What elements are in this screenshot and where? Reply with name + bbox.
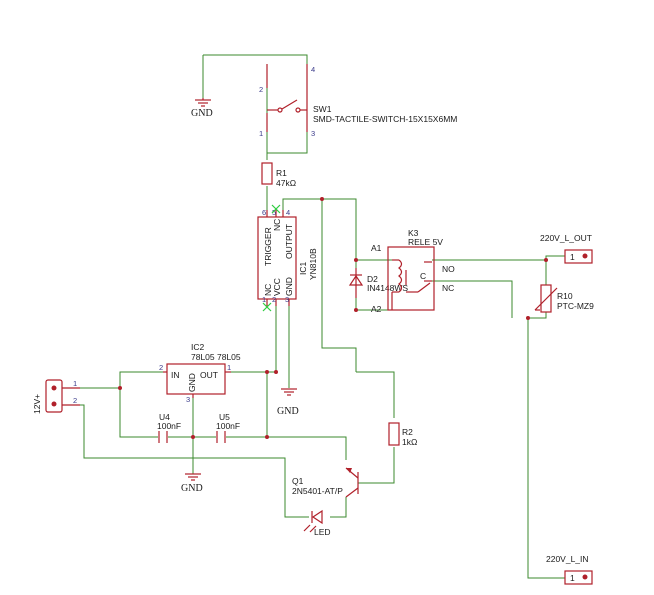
- pin-number: 2: [272, 295, 276, 304]
- u4-ref: U4: [159, 412, 170, 422]
- ic2-value: 78L05 78L05: [191, 352, 241, 362]
- capacitor-u4: U4 100nF: [157, 412, 181, 443]
- k3-ref: K3: [408, 228, 419, 238]
- ic2-out-label: OUT: [200, 370, 218, 380]
- r2-value: 1kΩ: [402, 437, 417, 447]
- gnd-label: GND: [277, 406, 299, 417]
- ic1-nc-bottom-label: NC: [263, 284, 273, 296]
- pin-number: 1: [73, 379, 77, 388]
- gnd-top: GND: [191, 98, 213, 119]
- resistor-r1: R1 47kΩ: [261, 162, 296, 188]
- relay-k3: A1 A2 C NO NC K3 RELE 5V: [371, 228, 455, 314]
- ic1-output-label: OUTPUT: [284, 224, 294, 259]
- pin-number: 3: [311, 129, 315, 138]
- out-conn-label: 220V_L_OUT: [540, 233, 592, 243]
- ic1-trigger-label: TRIGGER: [263, 227, 273, 266]
- capacitor-u5: U5 100nF: [216, 412, 240, 443]
- ptc-r10: R10 PTC-MZ9: [534, 284, 594, 313]
- pin-number: 4: [286, 208, 290, 217]
- gnd-caps: GND: [181, 473, 203, 494]
- pin-number: 1: [570, 573, 575, 583]
- u5-ref: U5: [219, 412, 230, 422]
- k3-no-label: NO: [442, 264, 455, 274]
- r10-value: PTC-MZ9: [557, 301, 594, 311]
- pin-number: 5: [272, 208, 276, 217]
- u4-value: 100nF: [157, 421, 181, 431]
- sw1-ref: SW1: [313, 104, 332, 114]
- r10-ref: R10: [557, 291, 573, 301]
- k3-nc-label: NC: [442, 283, 454, 293]
- ic1-ref: IC1: [298, 262, 308, 276]
- pin-number: 6: [262, 208, 266, 217]
- q1-value: 2N5401-AT/P: [292, 486, 343, 496]
- pin-number: 1: [570, 252, 575, 262]
- ic1-chip: TRIGGER NC OUTPUT NC VCC GND 6 5 4 1 2 3…: [257, 208, 318, 306]
- pin-number: 3: [285, 295, 289, 304]
- pin-number: 3: [186, 395, 190, 404]
- gnd-label: GND: [191, 108, 213, 119]
- k3-c-label: C: [420, 271, 426, 281]
- connector-220v-out: 1 220V_L_OUT: [540, 233, 593, 264]
- resistor-r2: R2 1kΩ: [388, 422, 417, 447]
- ic2-in-label: IN: [171, 370, 180, 380]
- pin-number: 2: [159, 363, 163, 372]
- gnd-ic1: GND: [277, 388, 299, 417]
- ic1-nc-top-label: NC: [272, 219, 282, 231]
- power-label: 12V+: [32, 394, 42, 414]
- pin-number: 2: [259, 85, 263, 94]
- ic2-ref: IC2: [191, 342, 205, 352]
- pin-number: 1: [259, 129, 263, 138]
- pin-number: 4: [311, 65, 315, 74]
- r1-ref: R1: [276, 168, 287, 178]
- r1-value: 47kΩ: [276, 178, 296, 188]
- sw1-value: SMD-TACTILE-SWITCH-15X15X6MM: [313, 114, 457, 124]
- connector-12v: 1 2 12V+: [32, 379, 80, 414]
- k3-a2-label: A2: [371, 304, 382, 314]
- junction-dots: [118, 197, 548, 439]
- k3-a1-label: A1: [371, 243, 382, 253]
- wires: [80, 54, 565, 579]
- in-conn-label: 220V_L_IN: [546, 554, 589, 564]
- ic1-value: YN810B: [308, 248, 318, 280]
- transistor-q1: Q1 2N5401-AT/P: [292, 467, 359, 498]
- led: LED: [303, 509, 331, 537]
- d2-ref: D2: [367, 274, 378, 284]
- regulator-ic2: IN OUT GND 2 1 3 IC2 78L05 78L05: [159, 342, 241, 404]
- u5-value: 100nF: [216, 421, 240, 431]
- no-connect-marks: [262, 204, 281, 312]
- k3-value: RELE 5V: [408, 237, 443, 247]
- pin-number: 1: [262, 295, 266, 304]
- ic1-vcc-label: VCC: [272, 278, 282, 296]
- connector-220v-in: 1 220V_L_IN: [546, 554, 593, 585]
- pin-number: 1: [227, 363, 231, 372]
- ic1-gnd-label: GND: [284, 277, 294, 296]
- q1-ref: Q1: [292, 476, 304, 486]
- ic2-gnd-label: GND: [187, 373, 197, 392]
- pin-number: 2: [73, 396, 77, 405]
- led-label: LED: [314, 527, 331, 537]
- switch-sw1: 2 4 1 3 SW1 SMD-TACTILE-SWITCH-15X15X6MM: [259, 64, 457, 138]
- gnd-label: GND: [181, 483, 203, 494]
- r2-ref: R2: [402, 427, 413, 437]
